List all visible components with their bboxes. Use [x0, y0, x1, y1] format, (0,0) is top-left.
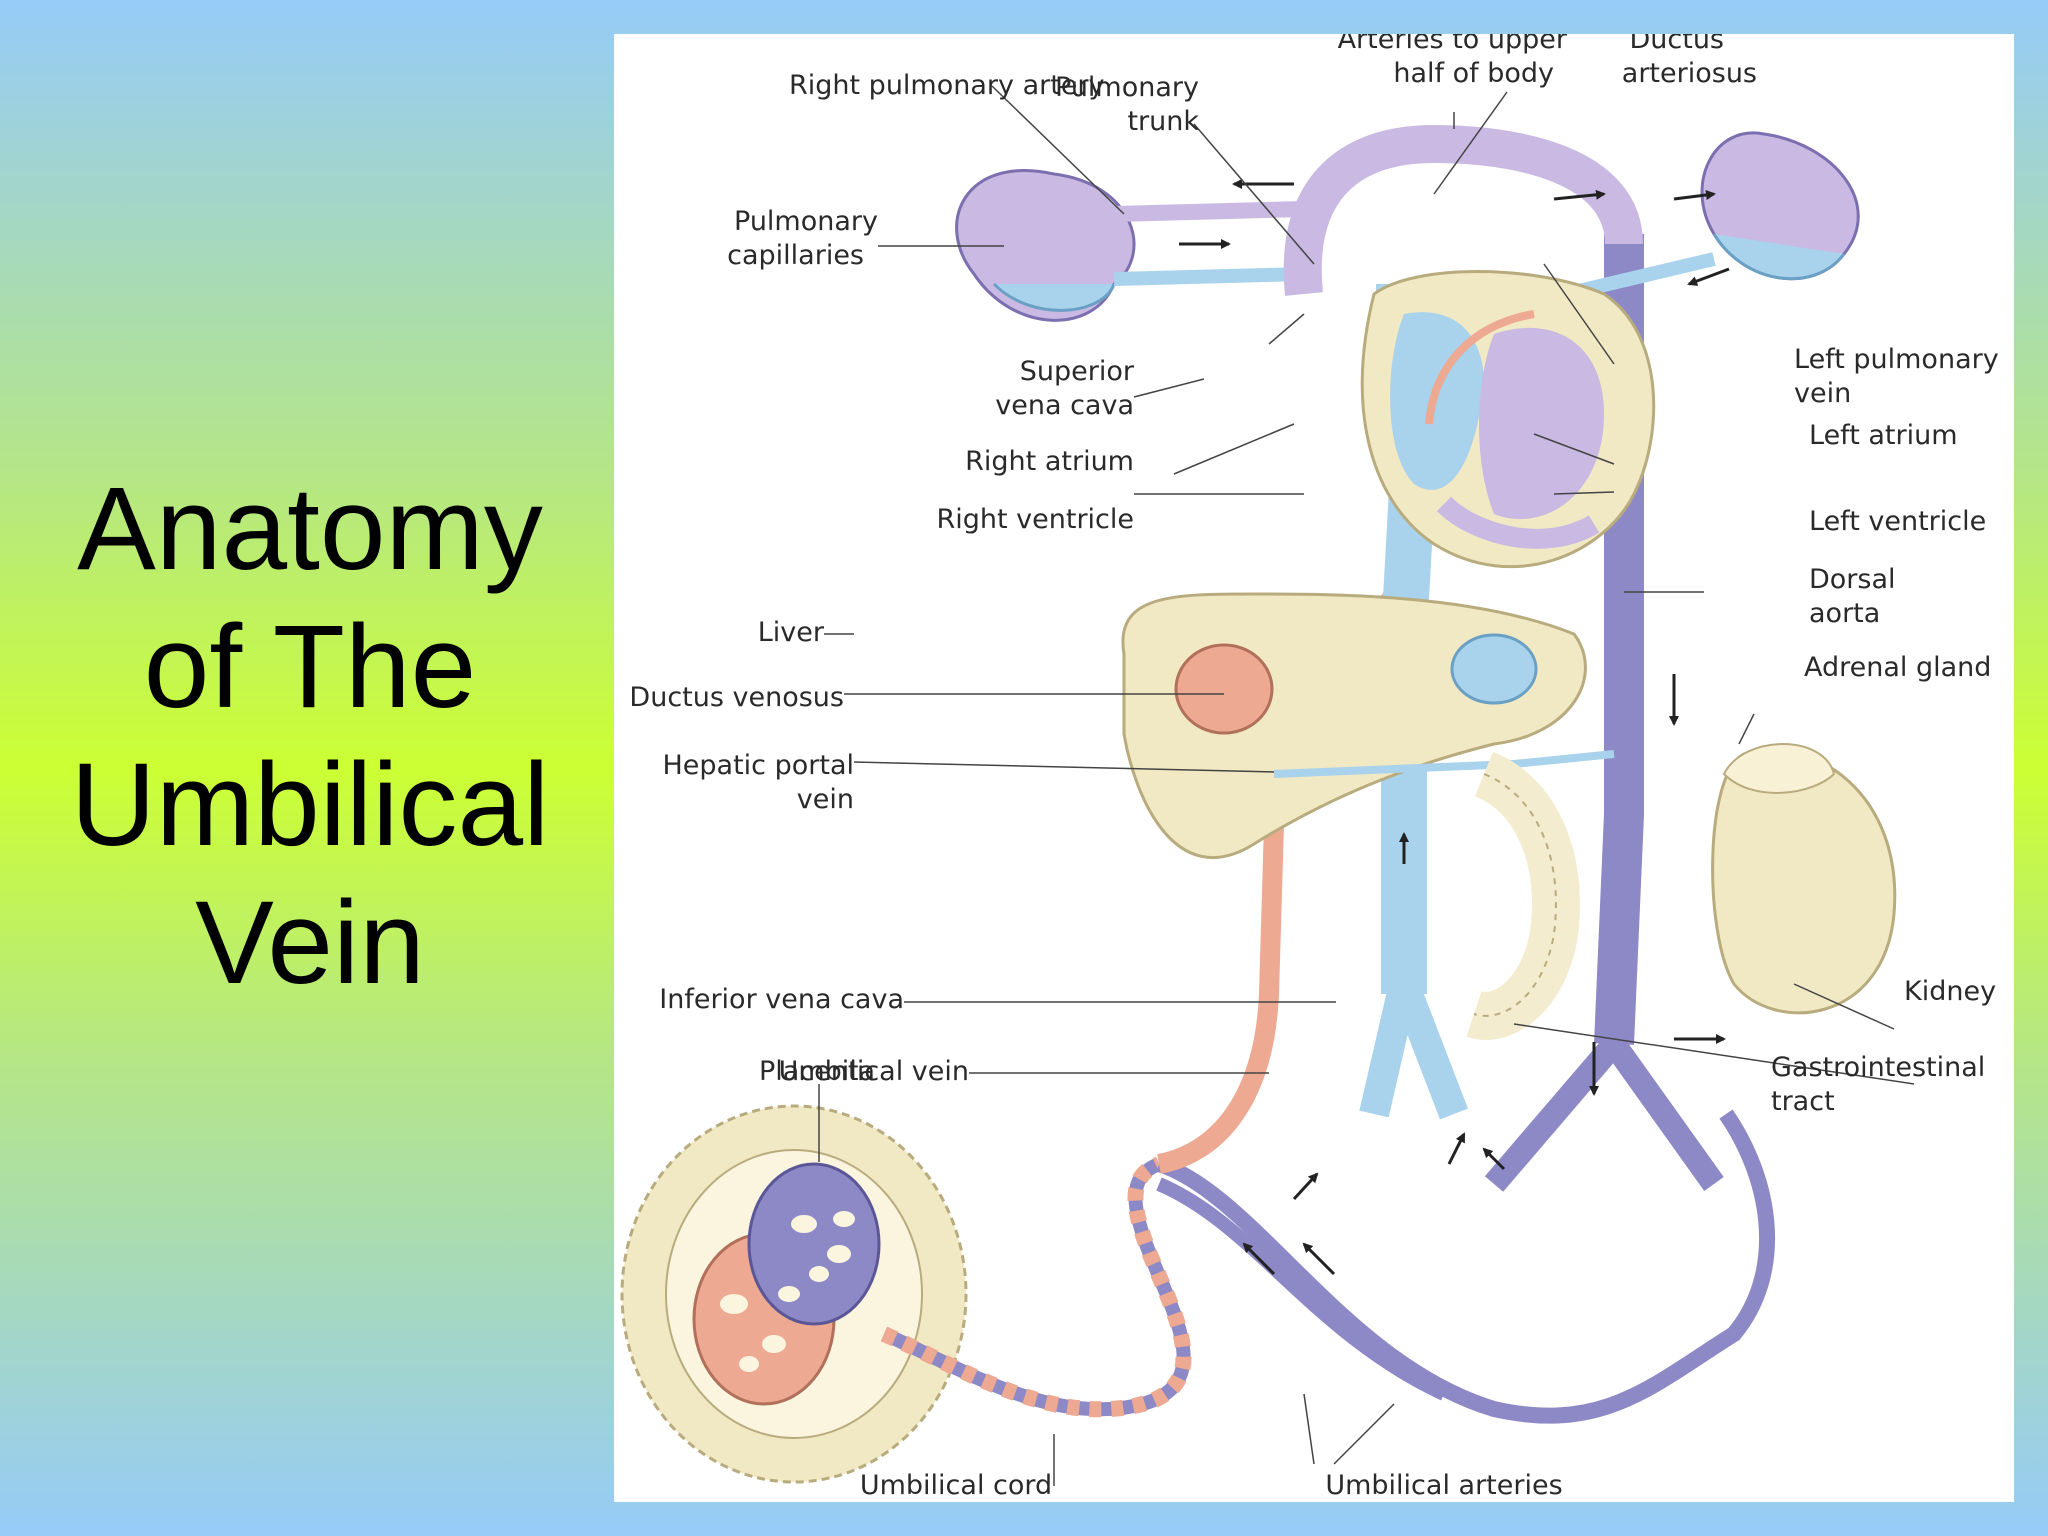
label-left-atrium: Left atrium [1809, 420, 1958, 451]
label-umbilical-vein: Umbilical vein [779, 1056, 969, 1087]
label-gastrointestinal-2: tract [1771, 1086, 1835, 1117]
label-umbilical-cord: Umbilical cord [860, 1470, 1052, 1501]
liver [1121, 592, 1587, 859]
placenta [620, 1104, 968, 1484]
label-pulmonary-capillaries-1: Pulmonary [734, 206, 878, 237]
label-left-pulmonary-vein-1: Left pulmonary [1794, 344, 1999, 375]
label-ductus-venosus: Ductus venosus [629, 682, 844, 713]
title-line-1: Anatomy [77, 463, 543, 595]
left-lung-capillaries [1700, 131, 1860, 281]
fetal-circulation-diagram: Right pulmonary artery Pulmonary trunk A… [614, 34, 2014, 1502]
kidney [1711, 743, 1897, 1015]
inferior-vena-cava [1359, 452, 1469, 1120]
label-superior-vena-cava-1: Superior [1020, 356, 1135, 387]
label-left-pulmonary-vein-2: vein [1794, 378, 1851, 409]
umbilical-cord [880, 1156, 1192, 1418]
umbilical-arteries [1156, 1109, 1776, 1424]
diagram-canvas: Right pulmonary artery Pulmonary trunk A… [620, 34, 1999, 1501]
label-umbilical-arteries: Umbilical arteries [1325, 1470, 1562, 1501]
label-ductus-arteriosus-1: Ductus [1629, 34, 1724, 55]
pulmonary-vein-vessel [1113, 267, 1305, 286]
leader-lines [818, 85, 1915, 1486]
title-line-4: Vein [195, 877, 425, 1009]
label-hepatic-portal-vein-1: Hepatic portal [662, 750, 854, 781]
label-inferior-vena-cava: Inferior vena cava [659, 984, 904, 1015]
label-pulmonary-trunk-2: trunk [1127, 106, 1199, 137]
title-line-2: of The [143, 601, 477, 733]
flow-arrows [1179, 179, 1730, 1276]
right-pulmonary-artery-vessel [1113, 201, 1305, 222]
label-gastrointestinal-1: Gastrointestinal [1771, 1052, 1985, 1083]
label-hepatic-portal-vein-2: vein [797, 784, 854, 815]
label-superior-vena-cava-2: vena cava [995, 390, 1134, 421]
gastrointestinal-tract [1466, 751, 1580, 1040]
label-liver: Liver [758, 617, 825, 648]
title-line-3: Umbilical [70, 739, 550, 871]
slide-title: Anatomy of The Umbilical Vein [30, 460, 590, 1012]
label-kidney: Kidney [1904, 976, 1996, 1007]
label-placenta: Placenta [759, 1056, 875, 1087]
label-pulmonary-trunk-1: Pulmonary [1055, 72, 1199, 103]
label-arteries-upper-2: half of body [1393, 58, 1554, 89]
label-right-pulmonary-artery: Right pulmonary artery [789, 70, 1105, 101]
label-right-ventricle: Right ventricle [936, 504, 1134, 535]
right-lung-capillaries [955, 169, 1136, 322]
label-left-ventricle: Left ventricle [1809, 506, 1986, 537]
label-adrenal-gland: Adrenal gland [1804, 652, 1991, 683]
label-dorsal-aorta-2: aorta [1809, 598, 1880, 629]
label-dorsal-aorta-1: Dorsal [1809, 564, 1896, 595]
label-arteries-upper-1: Arteries to upper [1338, 34, 1568, 55]
label-right-atrium: Right atrium [965, 446, 1134, 477]
label-pulmonary-capillaries-2: capillaries [727, 240, 864, 271]
label-ductus-arteriosus-2: arteriosus [1622, 58, 1757, 89]
aortic-arch [1283, 124, 1643, 296]
